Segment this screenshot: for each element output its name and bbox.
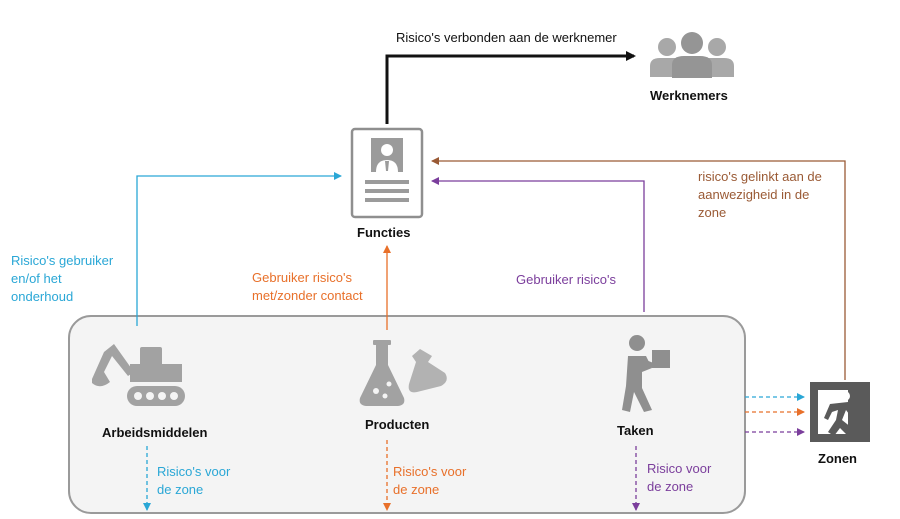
emergency-exit-icon: [810, 382, 870, 442]
edge-label-taken-functies: Gebruiker risico's: [516, 272, 617, 287]
excavator-icon: [92, 344, 185, 406]
label-taken: Taken: [617, 423, 654, 438]
edge-label-zonen-functies: risico's gelinkt aan de aanwezigheid in …: [698, 169, 822, 220]
label-functies: Functies: [357, 225, 411, 240]
id-card-icon: [350, 127, 424, 219]
lab-flask-icon: [359, 340, 447, 406]
edge-arbeidsmiddelen-functies: [136, 172, 342, 326]
edge-label-taken-zone: Risico voor de zone: [647, 461, 712, 494]
edge-label-producten-functies: Gebruiker risico's met/zonder contact: [252, 270, 363, 303]
label-werknemers: Werknemers: [650, 88, 728, 103]
edge-zonen-functies: [431, 157, 846, 380]
edge-label-functies-werknemers: Risico's verbonden aan de werknemer: [396, 30, 617, 45]
edge-label-arbeidsmiddelen-functies: Risico's gebruiker en/of het onderhoud: [11, 253, 114, 304]
label-producten: Producten: [365, 417, 430, 432]
edge-functies-werknemers: [385, 51, 636, 124]
edge-label-arbeidsmiddelen-zone: Risico's voor de zone: [157, 464, 231, 497]
worker-carrying-box-icon: [622, 335, 670, 412]
edge-taken-functies: [431, 177, 645, 312]
label-zonen: Zonen: [818, 451, 857, 466]
container-box: [68, 315, 746, 514]
label-arbeidsmiddelen: Arbeidsmiddelen: [102, 425, 208, 440]
edge-label-producten-zone: Risico's voor de zone: [393, 464, 467, 497]
people-group-icon: [650, 32, 734, 78]
